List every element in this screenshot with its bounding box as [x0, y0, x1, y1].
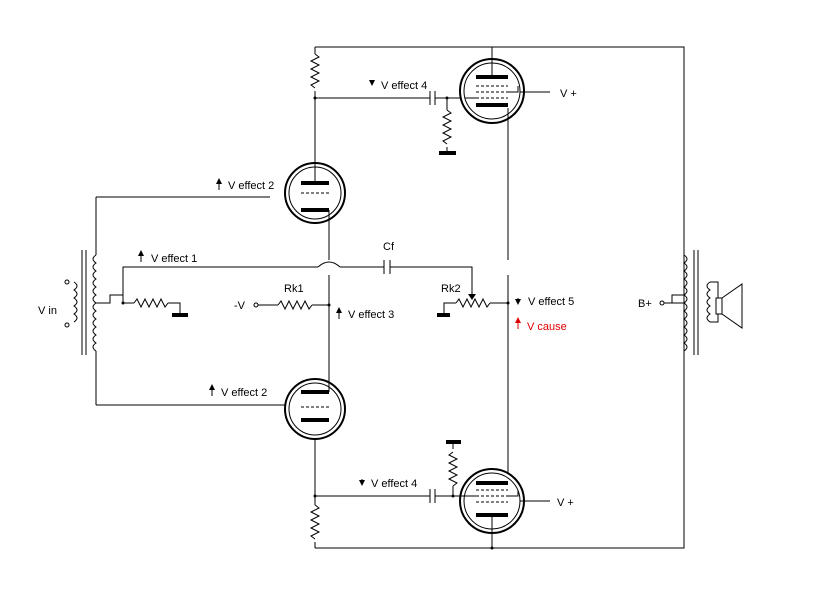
- bottom-output-tube: [459, 468, 550, 550]
- label-rk2: Rk2: [441, 283, 461, 295]
- top-coupling-capacitor: [429, 91, 465, 155]
- speaker-magnet: [715, 297, 723, 315]
- feedback-capacitor: [383, 260, 476, 300]
- label-v-effect-4-bottom: V effect 4: [371, 478, 417, 490]
- cathode-pot-rk2: [437, 275, 510, 475]
- label-v-in: V in: [38, 305, 57, 317]
- label-b-plus: B+: [638, 298, 652, 310]
- label-v-cause: V cause: [527, 321, 567, 333]
- label-neg-v: -V: [234, 300, 246, 312]
- lower-triode: [96, 275, 346, 500]
- label-v-effect-3: V effect 3: [348, 309, 394, 321]
- input-transformer: [64, 197, 384, 405]
- label-v-effect-2-bottom: V effect 2: [221, 387, 267, 399]
- label-v-plus-top: V +: [560, 88, 577, 100]
- bottom-plate-resistor: [309, 496, 321, 548]
- label-rk1: Rk1: [284, 283, 304, 295]
- labels: V in V effect 1 V effect 2 V effect 2 V …: [38, 80, 652, 509]
- upper-triode: [96, 162, 346, 260]
- label-v-effect-5: V effect 5: [528, 296, 574, 308]
- top-output-tube: [459, 47, 550, 260]
- label-v-plus-bottom: V +: [557, 497, 574, 509]
- output-transformer: [659, 250, 743, 355]
- label-v-effect-2-top: V effect 2: [228, 180, 274, 192]
- cathode-resistor-rk1: [253, 299, 331, 311]
- bottom-coupling-capacitor: [313, 440, 465, 503]
- label-cf: Cf: [383, 241, 395, 253]
- top-plate-resistor: [309, 47, 430, 170]
- label-v-effect-4-top: V effect 4: [381, 80, 427, 92]
- speaker-cone: [721, 283, 743, 329]
- signal-arrows: [138, 80, 521, 486]
- label-v-effect-1: V effect 1: [151, 253, 197, 265]
